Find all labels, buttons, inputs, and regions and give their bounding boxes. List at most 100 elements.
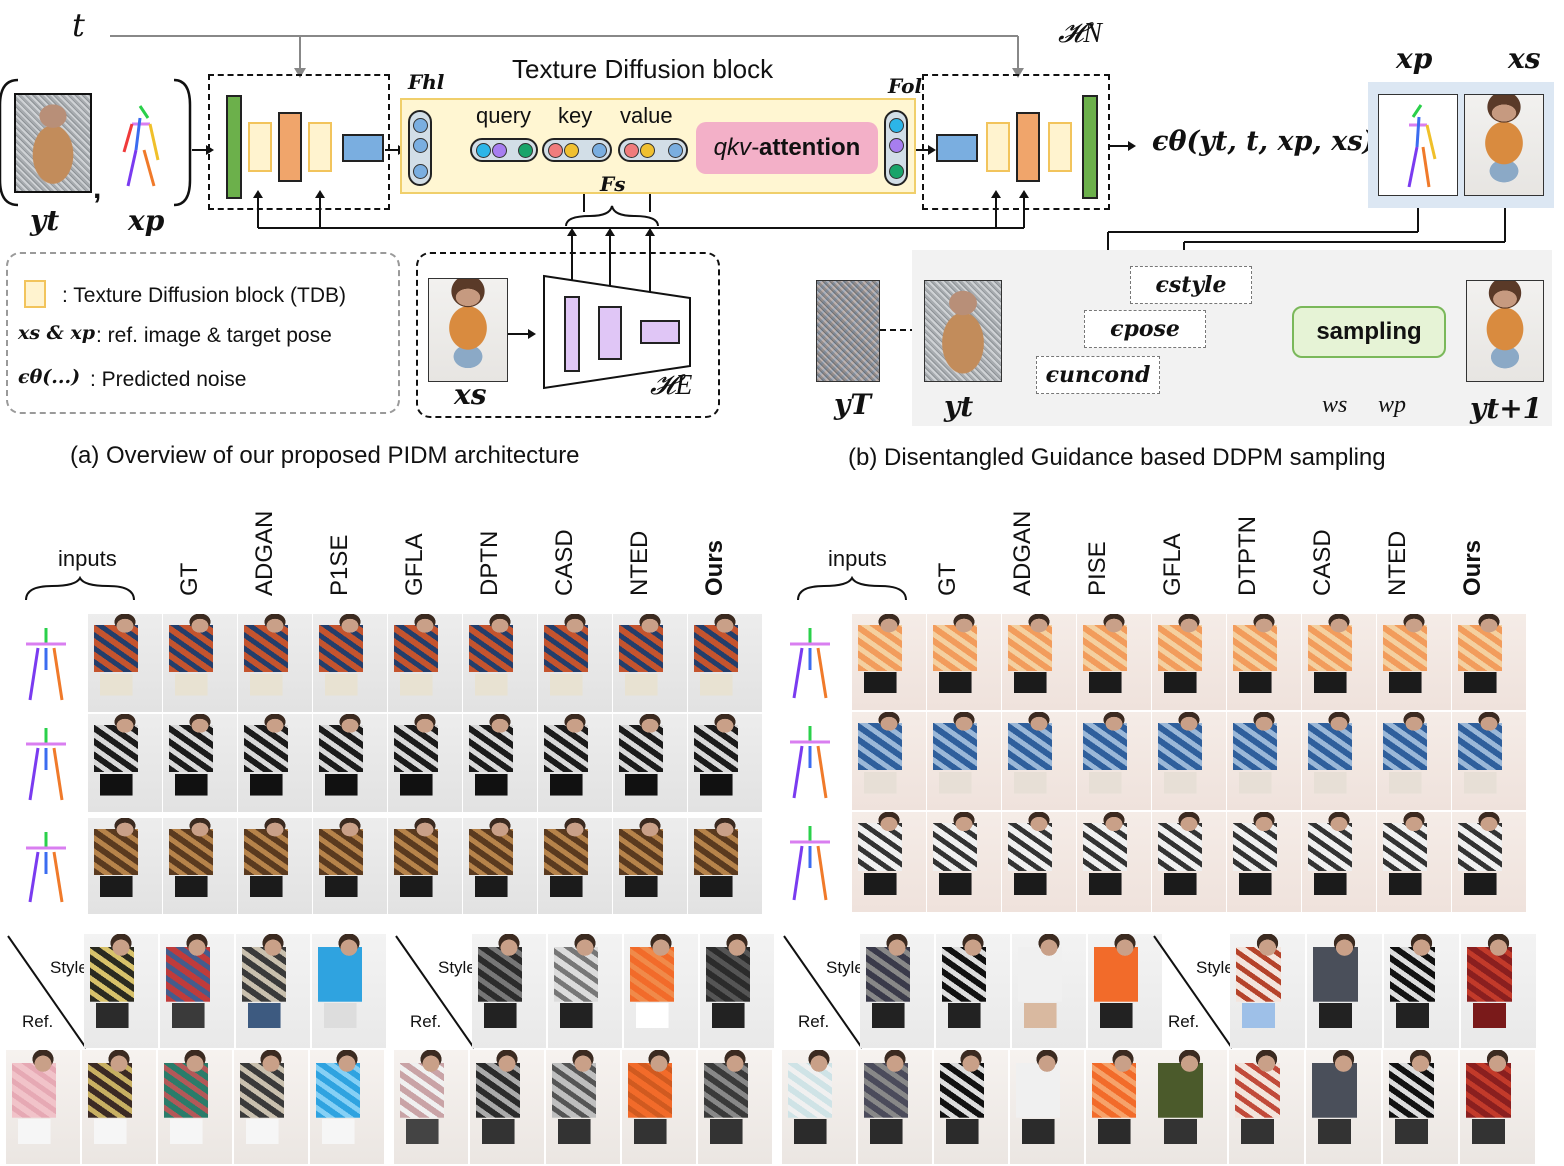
encoder-layer-2 [598,306,622,360]
legend-tdb-swatch [24,280,46,308]
right-column-label-2: PISE [1084,541,1111,596]
res-layer [278,112,302,182]
reference-image-xs [428,278,508,382]
legend-box [6,252,400,414]
tdb-layer [1048,122,1072,172]
left-grid-pose-0 [16,614,76,712]
legend-noise: : Predicted noise [90,368,247,391]
style-transfer-result [858,1050,934,1164]
noisy-image-yt [14,93,92,193]
style-transfer-result [934,1050,1010,1164]
attention-prefix: qkv- [713,134,759,161]
left-grid-cell [238,818,313,914]
style-label-2: Style [826,958,864,977]
pose-skeleton-xp [122,105,160,187]
eps-style-label: ϵstyle [1155,272,1227,298]
left-grid-cell [88,714,163,812]
legend-noise-math: ϵθ(...) [18,366,81,388]
right-grid-cell [852,614,927,710]
left-grid-cell [613,614,688,712]
style-transfer-result [158,1050,234,1164]
eps-style-box: ϵstyle [1130,266,1252,304]
b-xp-label: xp [1396,42,1433,75]
ref-label-2: Ref. [798,1012,830,1031]
left-grid-cell [463,714,538,812]
right-grid-pose-1 [780,712,840,810]
he-label: 𝓗E [650,370,693,401]
left-column-label-1: ADGAN [251,510,278,596]
left-grid-cell [163,818,238,914]
left-grid-cell [163,614,238,712]
style-transfer-result [234,1050,310,1164]
caption-b: (b) Disentangled Guidance based DDPM sam… [848,444,1386,471]
style-image [1461,934,1538,1048]
query-label: query [476,103,532,128]
left-grid-cell [688,818,763,914]
left-grid-cell [388,818,463,914]
left-inputs-label: inputs [58,546,117,571]
right-grid-cell [1002,812,1077,912]
sampling-box: sampling [1292,306,1446,358]
right-grid-cell [1452,712,1527,810]
style-label-0: Style [50,958,88,977]
style-transfer-result [622,1050,698,1164]
style-image [1384,934,1461,1048]
t-label: t [72,6,85,44]
style-encoder-box [416,252,720,418]
style-image [1012,934,1088,1048]
style-transfer-result [1383,1050,1460,1164]
value-vector [618,138,688,162]
legend-refs: : ref. image & target pose [96,324,332,347]
style-image [312,934,388,1048]
style-transfer-result [546,1050,622,1164]
b-style-image [1464,94,1544,196]
right-grid-cell [1002,712,1077,810]
yt1-label: yt+1 [1470,392,1543,425]
left-grid-cell [613,818,688,914]
style-image [1307,934,1384,1048]
style-transfer-result [82,1050,158,1164]
right-grid-cell [1077,812,1152,912]
right-grid-cell [1227,614,1302,710]
b-yt-label: yt [944,390,974,423]
style-transfer-result [470,1050,546,1164]
left-column-label-0: GT [176,562,203,596]
right-inputs-label: inputs [828,546,887,571]
key-vector [542,138,612,162]
left-grid-cell [313,614,388,712]
reference-image [1152,1050,1229,1164]
style-image [84,934,160,1048]
right-grid-cell [1077,614,1152,710]
style-ref-divider-3 [1152,934,1234,1050]
ws-label: ws [1322,392,1348,418]
left-grid-cell [388,714,463,812]
style-transfer-result [1086,1050,1162,1164]
left-grid-pose-1 [16,714,76,812]
conv-layer [1082,95,1098,199]
left-grid-cell [538,614,613,712]
eps-pose-label: ϵpose [1110,316,1180,342]
right-column-label-6: NTED [1384,530,1411,596]
b-xs-label: xs [1508,42,1541,75]
left-column-label-4: DPTN [476,530,503,596]
left-column-label-7: Ours [701,539,728,596]
left-grid-cell [688,714,763,812]
left-grid-cell [238,614,313,712]
tdb-layer [986,122,1010,172]
value-label: value [620,103,673,128]
right-grid-cell [852,712,927,810]
fs-label: Fs [600,172,626,196]
style-image [624,934,700,1048]
caption-a: (a) Overview of our proposed PIDM archit… [70,442,580,469]
style-image [472,934,548,1048]
res-layer [1016,112,1040,182]
right-grid-cell [1227,712,1302,810]
feature-vector-fh [408,110,432,186]
style-transfer-result [1306,1050,1383,1164]
tdb-title: Texture Diffusion block [512,54,774,84]
tdb-layer [308,122,332,172]
reference-image [394,1050,470,1164]
right-grid-cell [1002,614,1077,710]
eps-uncond-box: ϵuncond [1036,356,1160,394]
wp-label: wp [1378,392,1407,418]
